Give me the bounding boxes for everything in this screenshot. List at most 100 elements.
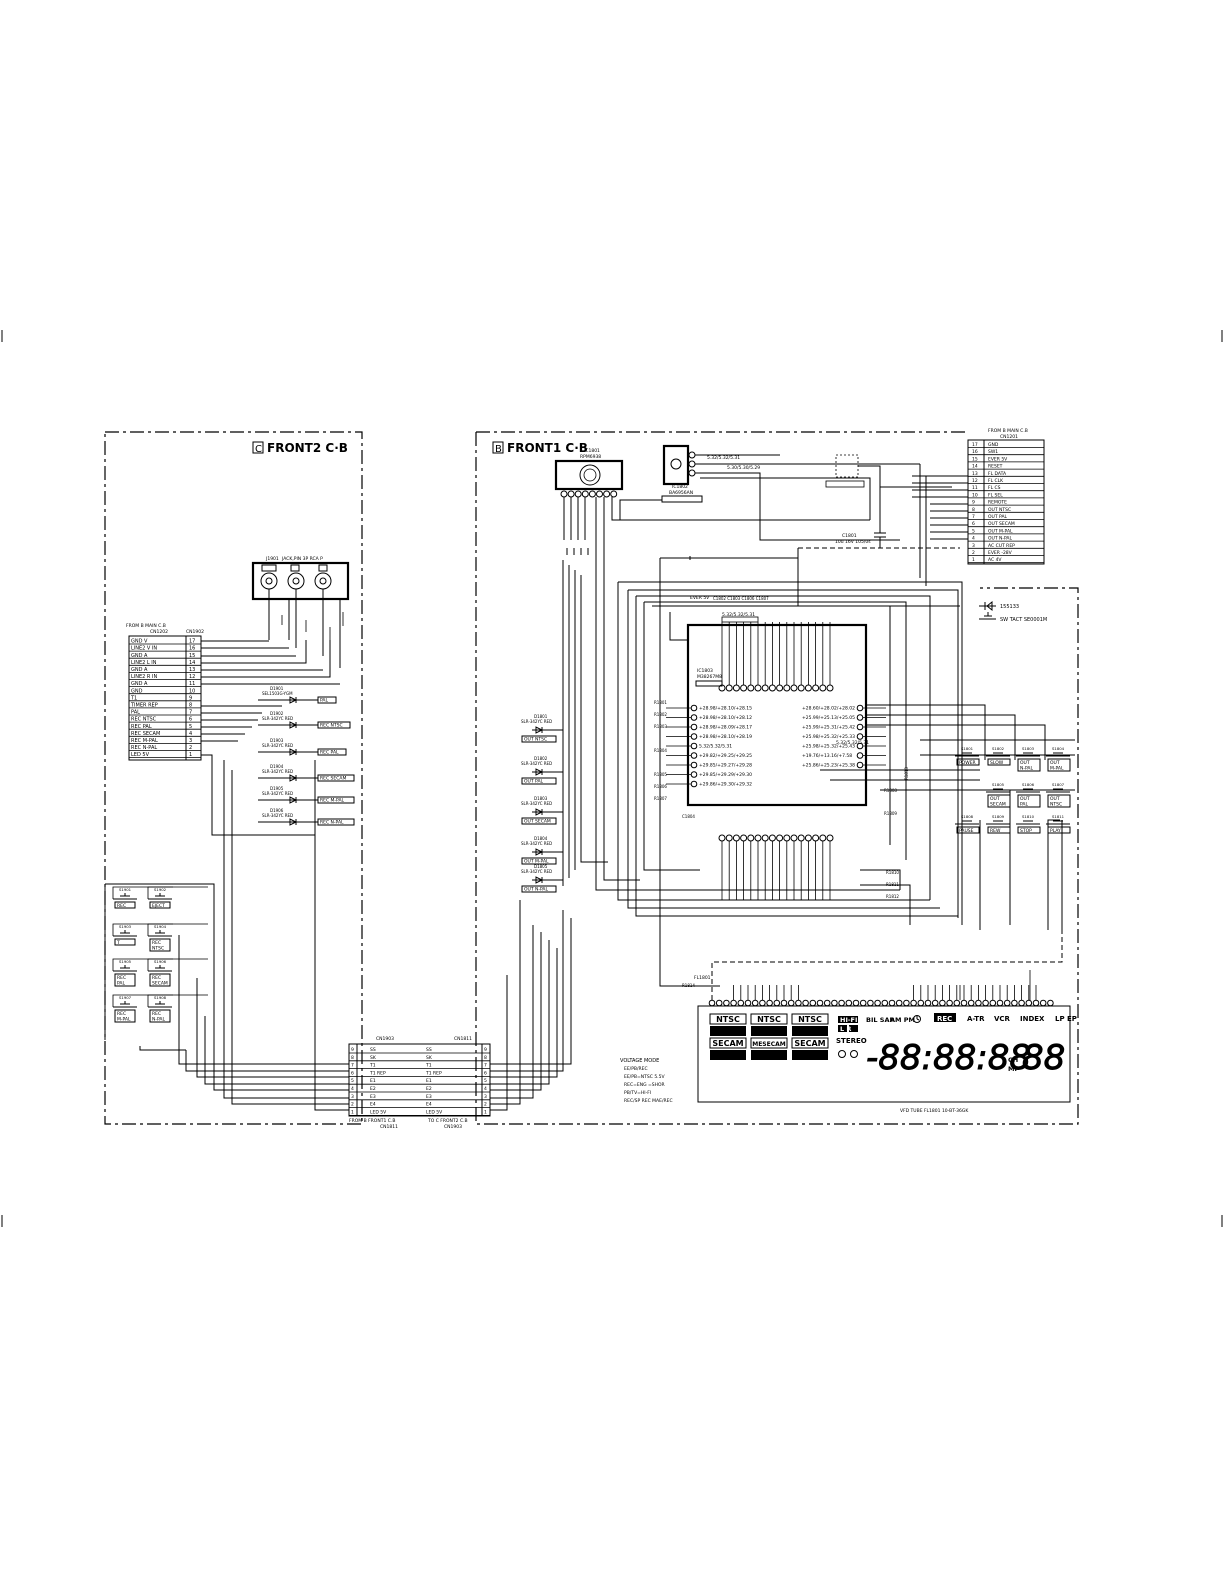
legend-diode-text: 155133: [1000, 604, 1019, 610]
inter-signal-left: LED 5V: [370, 1109, 387, 1115]
switch-label-box: [1047, 758, 1071, 772]
inter-pin-right: 9: [484, 1047, 487, 1053]
svg-text:5.30/5.30/5.29: 5.30/5.30/5.29: [727, 465, 760, 471]
ic-top-volt: 5.32/5.32/5.31: [722, 612, 755, 618]
vcr-indicator: VCR: [994, 1015, 1011, 1023]
pin-signal: AC CUT REP: [988, 543, 1015, 549]
switch-label-box: [987, 826, 1011, 834]
inter-signal-right: SK: [426, 1055, 433, 1061]
inter-pin-right: 1: [484, 1109, 487, 1115]
inter-signal-left: T1: [369, 1063, 376, 1069]
front1-letter: B: [495, 444, 502, 455]
led-label-box: [317, 774, 355, 782]
pin-number: 11: [972, 485, 978, 491]
fl-pin: [823, 999, 831, 1007]
ic-right-pins: +28.60/+28.02/+28.02+25.99/+25.13/+25.05…: [802, 704, 886, 769]
switch-label: EJECT: [152, 903, 165, 909]
led-part: SLR-342YC RED: [521, 801, 552, 806]
sensor-pin: [596, 490, 603, 498]
ic-pin: [856, 752, 864, 759]
legend-switch-text: SW TACT SE0001M: [1000, 617, 1047, 623]
inter-signal-right: T1: [425, 1063, 432, 1069]
svg-text:R1805: R1805: [654, 772, 667, 777]
ic-pin: [761, 684, 769, 692]
led-part: SLR-342YC RED: [262, 769, 293, 774]
fl-pin: [1018, 999, 1025, 1007]
fl-pin: [917, 999, 925, 1007]
led-label: REC M-PAL: [320, 798, 345, 804]
front2-switches: S1901RECS1902EJECTS1903TS1904RECNTSCS190…: [104, 883, 215, 1040]
system-indicator: MNPAL: [712, 1051, 743, 1060]
inter-pin-right: 3: [484, 1094, 487, 1100]
switch-label: OUT: [990, 796, 1000, 802]
system-indicator: MESECAM: [752, 1041, 786, 1048]
switch-label: NTSC: [1050, 802, 1062, 808]
fl-ref: FL1801: [694, 975, 711, 981]
ic-right-volt-last: 5.32/5.32/5.31: [836, 740, 869, 746]
sensor-pin: [581, 490, 589, 498]
time-digits: -88:88:88: [866, 1038, 1031, 1078]
led-label: REC NTSC: [320, 723, 343, 729]
inter-signal-right: T1 REP: [425, 1070, 442, 1076]
switch-ref: S1809: [992, 814, 1005, 819]
led-label-box: [521, 857, 557, 865]
switch-label: STOP: [1020, 828, 1032, 834]
led-ref: D1902: [270, 711, 284, 716]
fl-pin: [787, 999, 795, 1007]
pin-signal: REC NTSC: [131, 717, 157, 723]
switch-ref: S1802: [992, 746, 1005, 751]
switch-label-box: [956, 826, 980, 834]
ic-pin: [804, 684, 812, 692]
inter-signal-left: E1: [370, 1078, 376, 1084]
svg-text:R1807: R1807: [654, 796, 667, 801]
ic-pin: [725, 684, 733, 692]
led-label-box: [317, 696, 337, 704]
inter-pin-right: 7: [484, 1063, 487, 1069]
fl-pin: [989, 999, 997, 1007]
pin-number: 3: [972, 543, 975, 549]
inter-signal-right: E4: [426, 1102, 432, 1108]
led-part: SLR-342YC RED: [521, 869, 552, 874]
system-indicator: PAL: [802, 1027, 818, 1036]
inter-signal-left: SK: [370, 1055, 377, 1061]
inter-left-ref: CN1903: [376, 1036, 394, 1042]
led-label: OUT N-PAL: [524, 887, 549, 893]
pin-number: 12: [972, 478, 978, 484]
inter-signal-left: E2: [370, 1086, 376, 1092]
front2-title-text: FRONT2 C·B: [267, 441, 348, 455]
switch-wire: [147, 958, 208, 971]
system-indicator: SECAM: [712, 1039, 743, 1048]
ic-pin: [761, 834, 769, 842]
switch-label: T: [116, 940, 120, 946]
switch-label-box: [1017, 826, 1041, 834]
pin-signal: REMOTE: [988, 500, 1007, 506]
led-diode-icon: [289, 721, 298, 729]
voltage-mode-line: REC=ENG =SHOR: [624, 1082, 665, 1088]
switch-label: SLOW: [990, 760, 1004, 766]
remote-sensor: IC1801 RPM6938: [554, 448, 900, 891]
front1-conn-ref: CN1201: [1000, 434, 1018, 440]
switch-label: REC: [117, 975, 126, 981]
led-label-box: [521, 735, 557, 743]
am-pm-indicator: AM PM: [890, 1016, 915, 1024]
pin-number: 10: [189, 688, 195, 694]
pin-number: 9: [972, 500, 975, 506]
fl-pin: [838, 999, 845, 1007]
switch-ref: S1904: [154, 924, 167, 929]
pin-signal: FL DATA: [988, 471, 1007, 477]
front1-switches: S1801POWERS1802SLOWS1803OUTN-PALS1804OUT…: [955, 746, 1071, 834]
fl-pin: [953, 999, 961, 1007]
fl-pin: [730, 999, 737, 1007]
remote-sensor-ref: IC1801: [584, 448, 600, 454]
led-ref: D1805: [534, 864, 548, 869]
pin-number: 8: [972, 507, 975, 513]
lp-ep-indicator: LP EP: [1055, 1015, 1077, 1023]
svg-text:R1809: R1809: [884, 811, 897, 816]
pin-number: 16: [189, 646, 195, 652]
fl-pin: [1047, 999, 1054, 1007]
switch-label-box: [1047, 826, 1071, 834]
pin-signal: LED 5V: [131, 752, 150, 758]
fl-pin: [751, 999, 759, 1007]
ic-pin: [826, 834, 834, 842]
